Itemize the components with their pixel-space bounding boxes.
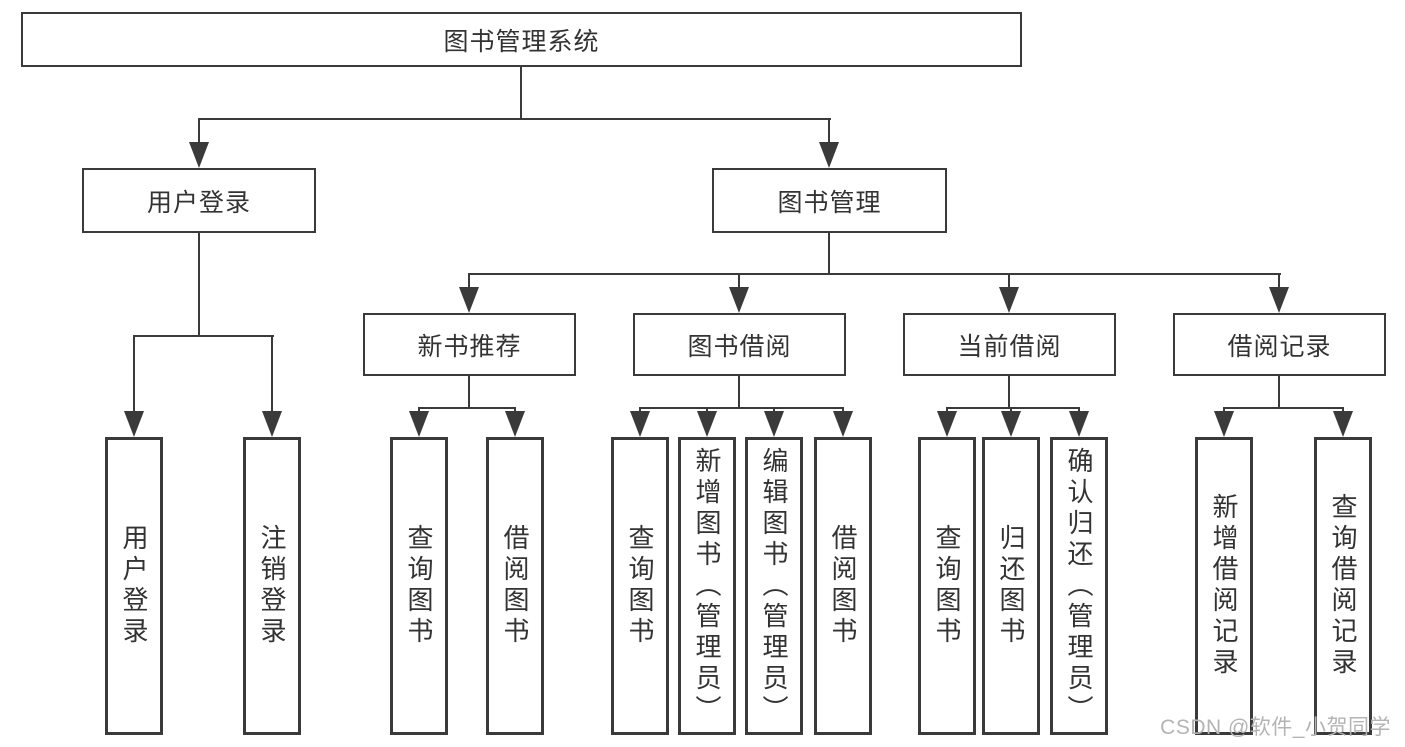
node-new-book-recommend: 新书推荐 xyxy=(363,313,576,376)
connector-line xyxy=(1278,273,1280,289)
connector-line xyxy=(738,376,740,409)
leaf-return-books: 归还图书 xyxy=(982,437,1040,735)
connector-line xyxy=(133,335,274,337)
node-label: 查询借阅记录 xyxy=(1328,493,1358,679)
node-label: 确认归还（管理员） xyxy=(1064,446,1094,726)
connector-line xyxy=(1223,407,1225,413)
connector-line xyxy=(1008,376,1010,409)
node-library-management-system: 图书管理系统 xyxy=(21,12,1022,67)
connector-line xyxy=(1278,376,1280,409)
node-label: 图书管理 xyxy=(777,188,882,217)
node-label: 当前借阅 xyxy=(957,332,1062,361)
connector-arrowhead xyxy=(1001,411,1021,437)
node-book-borrowing: 图书借阅 xyxy=(633,313,846,376)
node-label: 新增图书（管理员） xyxy=(692,446,722,726)
leaf-borrow-books: 借阅图书 xyxy=(814,437,872,735)
node-label: 查询图书 xyxy=(404,524,434,648)
node-user-login: 用户登录 xyxy=(82,168,316,233)
connector-arrowhead xyxy=(999,287,1019,313)
connector-line xyxy=(468,376,470,409)
connector-line xyxy=(468,273,470,289)
connector-line xyxy=(514,407,516,413)
connector-line xyxy=(133,335,135,413)
node-borrowing-records: 借阅记录 xyxy=(1173,313,1386,376)
connector-line xyxy=(198,118,200,144)
node-book-management: 图书管理 xyxy=(712,168,947,233)
node-label: 图书借阅 xyxy=(687,332,792,361)
node-current-borrowing: 当前借阅 xyxy=(903,313,1116,376)
connector-arrowhead xyxy=(1333,411,1353,437)
connector-line xyxy=(418,407,516,409)
node-label: 借阅图书 xyxy=(828,524,858,648)
connector-line xyxy=(1342,407,1344,413)
node-label: 新书推荐 xyxy=(417,332,522,361)
connector-arrowhead xyxy=(1069,411,1089,437)
node-label: 新增借阅记录 xyxy=(1209,493,1239,679)
connector-line xyxy=(198,233,200,337)
leaf-user-login: 用户登录 xyxy=(105,437,163,735)
connector-arrowhead xyxy=(189,142,209,168)
leaf-add-books-admin: 新增图书（管理员） xyxy=(678,437,736,735)
connector-line xyxy=(828,118,830,144)
connector-arrowhead xyxy=(124,411,144,437)
node-label: 借阅记录 xyxy=(1227,332,1332,361)
connector-arrowhead xyxy=(459,287,479,313)
leaf-query-books-borrowing: 查询图书 xyxy=(611,437,669,735)
leaf-add-borrow-record: 新增借阅记录 xyxy=(1195,437,1253,735)
connector-line xyxy=(738,273,740,289)
connector-arrowhead xyxy=(764,411,784,437)
leaf-query-borrow-record: 查询借阅记录 xyxy=(1314,437,1372,735)
connector-line xyxy=(418,407,420,413)
node-label: 借阅图书 xyxy=(500,524,530,648)
connector-arrowhead xyxy=(729,287,749,313)
connector-line xyxy=(639,407,844,409)
connector-line xyxy=(198,118,831,120)
connector-arrowhead xyxy=(697,411,717,437)
leaf-logout: 注销登录 xyxy=(243,437,301,735)
connector-line xyxy=(469,273,1281,275)
connector-arrowhead xyxy=(833,411,853,437)
connector-line xyxy=(1008,273,1010,289)
connector-arrowhead xyxy=(630,411,650,437)
leaf-confirm-return-admin: 确认归还（管理员） xyxy=(1050,437,1108,735)
connector-line xyxy=(946,407,1080,409)
node-label: 用户登录 xyxy=(146,188,251,217)
leaf-edit-books-admin: 编辑图书（管理员） xyxy=(745,437,803,735)
connector-line xyxy=(946,407,948,413)
connector-line xyxy=(828,233,830,275)
node-label: 归还图书 xyxy=(996,524,1026,648)
node-label: 图书管理系统 xyxy=(443,27,600,56)
connector-line xyxy=(706,407,708,413)
watermark: CSDN @软件_小贺同学 xyxy=(1160,716,1391,739)
node-label: 查询图书 xyxy=(932,524,962,648)
connector-line xyxy=(842,407,844,413)
connector-line xyxy=(1010,407,1012,413)
connector-arrowhead xyxy=(409,411,429,437)
connector-arrowhead xyxy=(262,411,282,437)
connector-line xyxy=(1078,407,1080,413)
connector-arrowhead xyxy=(937,411,957,437)
node-label: 注销登录 xyxy=(257,524,287,648)
leaf-query-books-recommend: 查询图书 xyxy=(390,437,448,735)
connector-line xyxy=(1223,407,1344,409)
connector-line xyxy=(773,407,775,413)
connector-line xyxy=(520,67,522,118)
connector-arrowhead xyxy=(1214,411,1234,437)
leaf-borrow-books-recommend: 借阅图书 xyxy=(486,437,544,735)
leaf-query-books-current: 查询图书 xyxy=(918,437,976,735)
connector-arrowhead xyxy=(1269,287,1289,313)
connector-arrowhead xyxy=(819,142,839,168)
node-label: 编辑图书（管理员） xyxy=(759,446,789,726)
node-label: 查询图书 xyxy=(625,524,655,648)
connector-line xyxy=(271,335,273,413)
node-label: 用户登录 xyxy=(119,524,149,648)
connector-line xyxy=(639,407,641,413)
connector-arrowhead xyxy=(505,411,525,437)
